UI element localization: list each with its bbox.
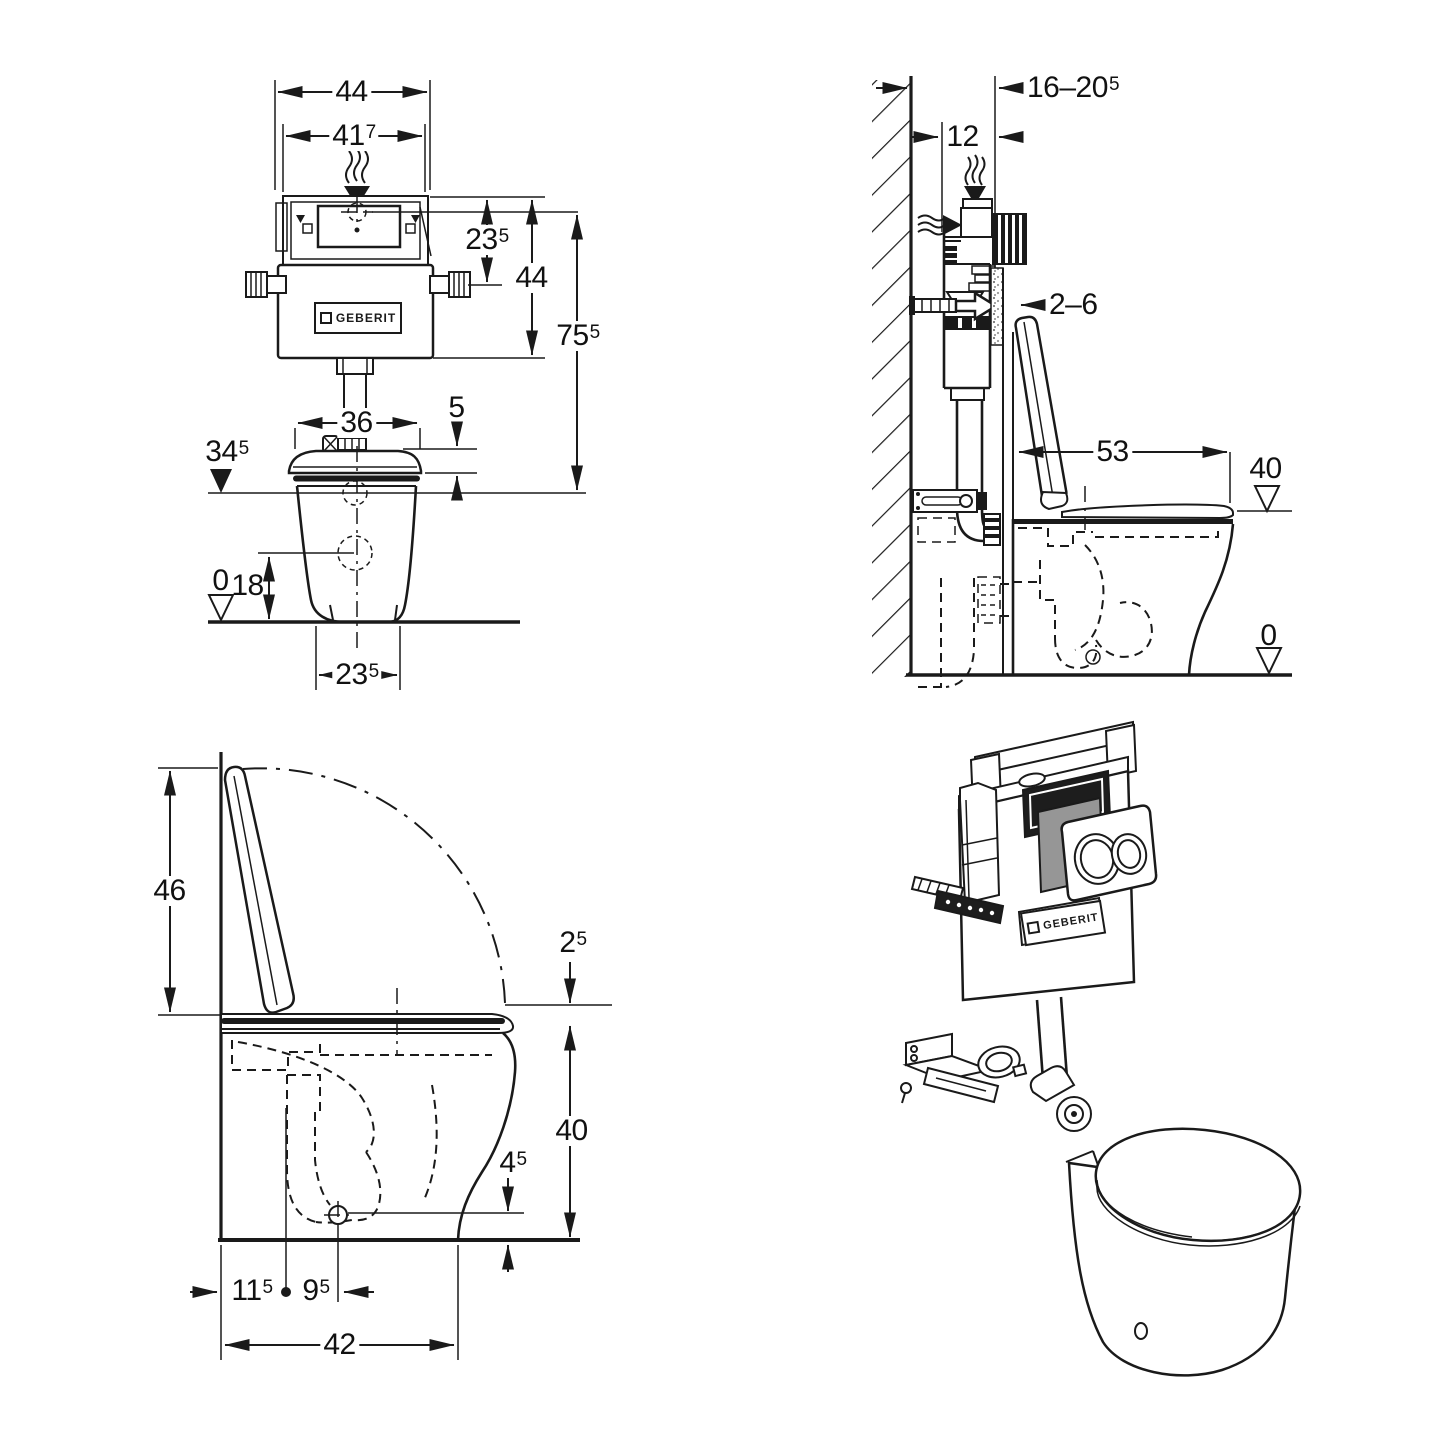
dim-front-cistern-height: 44	[512, 263, 552, 293]
fixing-point-marker	[281, 1287, 291, 1297]
dim-side-outlet-height: 45	[499, 1146, 527, 1179]
side-view-drawing	[158, 752, 612, 1360]
brand-logo-front-view: GEBERIT	[314, 302, 402, 334]
level-marker-floor	[1255, 647, 1283, 676]
dim-side-depth: 42	[320, 1330, 360, 1360]
wall-bracket	[912, 489, 987, 513]
floor-bracket	[900, 1032, 1000, 1104]
dim-front-inlet-offset: 235	[462, 225, 512, 255]
toilet-pan-isometric	[1065, 1127, 1302, 1377]
dim-front-lid-width: 36	[337, 408, 377, 438]
dim-side-lid-thickness: 25	[559, 926, 587, 959]
wall-hatching	[872, 80, 911, 677]
level-marker-seat	[1253, 485, 1281, 514]
push-direction-arrow-icon	[954, 290, 999, 322]
dim-side-seat-height: 40	[552, 1116, 592, 1146]
dim-front-foot-width: 235	[332, 660, 382, 690]
front-view-drawing	[207, 80, 586, 690]
logo-square-icon	[319, 312, 332, 324]
dim-section-gap: 2–6	[1049, 288, 1098, 321]
flush-bend-elbow	[1029, 1065, 1092, 1132]
dim-section-zero-level: 0	[1260, 619, 1277, 652]
pipe-clamp	[977, 1045, 1028, 1079]
dim-section-wall-to-front: 16–205	[1027, 71, 1120, 104]
protection-mat	[990, 267, 1004, 346]
mounting-bracket-left	[245, 271, 287, 298]
dim-section-seat-level: 40	[1249, 452, 1282, 485]
exploded-view-drawing	[900, 720, 1302, 1377]
dim-side-wall-to-fixing: 115	[228, 1276, 276, 1306]
water-inlet-icon-side	[917, 214, 962, 236]
water-inlet-icon-top	[964, 154, 986, 205]
dim-front-seat-level: 345	[205, 435, 249, 468]
side-section-drawing	[872, 76, 1292, 688]
flush-plate	[1060, 804, 1158, 902]
dim-section-cistern-depth: 12	[946, 120, 979, 153]
brand-logo-text: GEBERIT	[1042, 910, 1100, 932]
dim-front-width-inner: 417	[329, 121, 379, 151]
seat-hinge-fitting	[322, 435, 367, 453]
dim-front-lid-gap: 5	[448, 391, 465, 424]
dim-front-width-top: 44	[332, 77, 372, 107]
level-marker-seat	[210, 469, 232, 493]
inlet-thread-connector	[992, 213, 1027, 265]
dim-side-fixing-to-outlet: 95	[299, 1276, 333, 1306]
level-marker-floor	[207, 594, 235, 623]
dim-front-total-height: 755	[553, 321, 603, 351]
dim-front-outlet-height: 18	[231, 569, 264, 602]
dim-section-depth: 53	[1093, 437, 1133, 467]
dim-front-zero-level: 0	[212, 564, 229, 597]
dim-side-lid-height: 46	[150, 876, 190, 906]
mounting-bracket-right	[429, 271, 471, 298]
logo-square-icon	[1026, 920, 1041, 935]
brand-logo-text: GEBERIT	[335, 311, 397, 325]
